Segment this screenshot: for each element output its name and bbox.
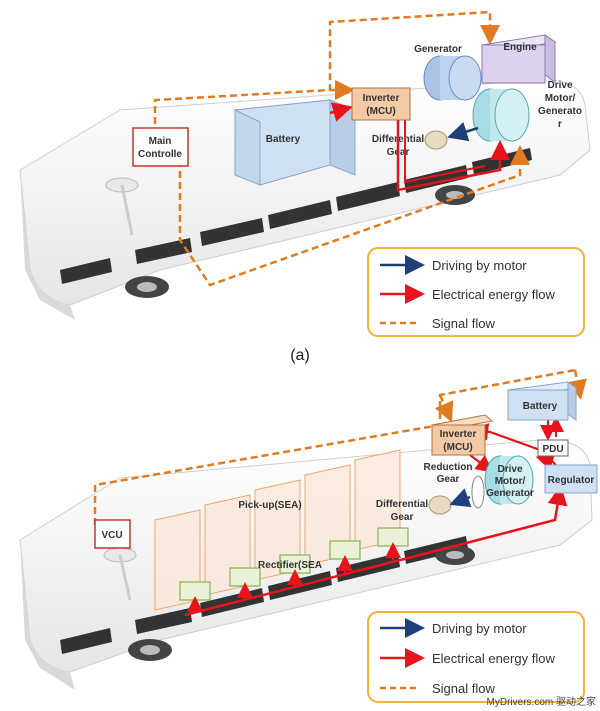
drive-motor-label-a4: r [558, 119, 562, 130]
pickup-label: Pick-up(SEA) [238, 500, 301, 511]
caption-a: (a) [290, 347, 310, 364]
watermark: MyDrivers.com 驱动之家 [487, 695, 596, 708]
electrical-flow-b-main [184, 485, 568, 617]
pickup-coils [154, 449, 401, 611]
inverter-label-b1: Inverter [440, 429, 477, 440]
legend-electrical-a: Electrical energy flow [432, 287, 555, 302]
drive-motor-label-b2: Motor/ [495, 476, 526, 487]
inverter-label-a2: (MCU) [366, 106, 395, 117]
battery-label-a: Battery [266, 134, 301, 145]
reduction-gear-label-2: Gear [437, 474, 460, 485]
engine-label-a: Engine [503, 42, 537, 53]
drive-motor-label-a1: Drive [547, 80, 572, 91]
vcu-label: VCU [101, 530, 122, 541]
inverter-label-b2: (MCU) [443, 442, 472, 453]
electrical-flow-b-risers [187, 542, 401, 612]
signal-flow-loop-a [153, 10, 500, 135]
legend-a: Driving by motor Electrical energy flow … [367, 247, 585, 337]
main-controller-label-2: Controlle [138, 149, 182, 160]
regulator-box: Regulator [544, 464, 598, 494]
legend-driving-b: Driving by motor [432, 621, 527, 636]
pdu-box: PDU [537, 439, 569, 457]
differential-gear-label-b2: Gear [391, 512, 414, 523]
vcu-box: VCU [94, 519, 131, 549]
panel-a: Main Controlle Battery Inverter (MCU) Ge… [19, 10, 591, 364]
legend-electrical-b: Electrical energy flow [432, 651, 555, 666]
engine-box-a: Engine [480, 34, 557, 84]
legend-signal-b: Signal flow [432, 681, 495, 696]
rectifier-label: Rectifier(SEA [258, 560, 322, 571]
battery-box-b: Battery [506, 381, 578, 421]
inverter-label-a1: Inverter [363, 93, 400, 104]
generator-a: Generator [414, 44, 482, 101]
panel-b: Pick-up(SEA) Rectifier(SEA [19, 368, 598, 708]
legend-driving-a: Driving by motor [432, 258, 527, 273]
pdu-label: PDU [542, 444, 563, 455]
drive-motor-label-a3: Generato [538, 106, 582, 117]
battery-label-b: Battery [523, 401, 558, 412]
inverter-box-b: Inverter (MCU) [430, 414, 494, 456]
main-controller-box: Main Controlle [132, 127, 189, 167]
inverter-box-a: Inverter (MCU) [351, 87, 411, 121]
regulator-label: Regulator [548, 475, 595, 486]
electrical-flow-a2 [396, 120, 510, 192]
drive-motor-label-a2: Motor/ [545, 93, 576, 104]
legend-signal-a: Signal flow [432, 316, 495, 331]
drive-motor-a: Drive Motor/ Generato r [472, 80, 582, 142]
legend-b: Driving by motor Electrical energy flow … [367, 611, 585, 703]
driving-flow-b [449, 488, 472, 508]
differential-gear-label-b1: Differential [376, 499, 428, 510]
electrical-flow-a1 [329, 102, 353, 122]
drive-motor-label-b1: Drive [497, 464, 522, 475]
differential-gear-b: Differential Gear [376, 495, 452, 523]
reduction-gear: Reduction Gear [424, 462, 485, 509]
main-controller-label-1: Main [149, 136, 172, 147]
reduction-gear-label-1: Reduction [424, 462, 473, 473]
drive-motor-label-b3: Generator [486, 488, 534, 499]
driving-flow-a [447, 122, 479, 142]
drive-motor-b: Drive Motor/ Generator [484, 455, 534, 505]
generator-label-a: Generator [414, 44, 462, 55]
